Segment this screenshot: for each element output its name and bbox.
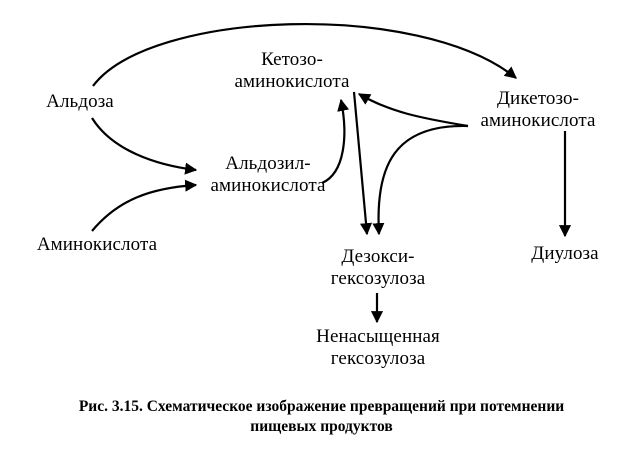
figure-caption-line2: пищевых продуктов	[250, 418, 393, 435]
arrow-diketose-to-ketose	[357, 93, 469, 128]
arrow-ketose-to-deoxy	[352, 91, 373, 236]
node-ketose-amino-acid-line1: Кетозо-	[261, 49, 323, 70]
node-deoxyhexosulose: Дезокси- гексозулоза	[303, 246, 453, 290]
node-diketose-amino-acid-line2: аминокислота	[480, 110, 596, 131]
node-amino-acid-label: Аминокислота	[36, 234, 158, 255]
node-unsaturated-hexosulose-line1: Ненасыщенная	[316, 326, 440, 347]
figure-caption: Рис. 3.15. Схематическое изображение пре…	[0, 397, 643, 437]
node-amino-acid: Аминокислота	[18, 234, 176, 256]
node-aldose-label: Альдоза	[46, 91, 114, 112]
node-aldosyl-amino-acid-line1: Альдозил-	[225, 153, 311, 174]
arrow-aldosyl-to-ketose	[321, 98, 350, 185]
arrow-aldose-to-aldosyl	[91, 117, 198, 175]
node-deoxyhexosulose-line1: Дезокси-	[341, 246, 415, 267]
arrow-diketose-to-deoxy	[372, 124, 469, 236]
node-aldosyl-amino-acid-line2: аминокислота	[210, 175, 326, 196]
node-diulose-label: Диулоза	[531, 243, 599, 264]
arrow-aminoacid-to-aldosyl	[91, 179, 198, 232]
node-ketose-amino-acid-line2: аминокислота	[234, 71, 350, 92]
node-diketose-amino-acid-line1: Дикетозо-	[497, 88, 579, 109]
node-diulose: Диулоза	[514, 243, 616, 265]
figure-caption-line1: Рис. 3.15. Схематическое изображение пре…	[78, 398, 565, 415]
node-deoxyhexosulose-line2: гексозулоза	[330, 268, 426, 289]
node-diketose-amino-acid: Дикетозо- аминокислота	[463, 88, 613, 132]
arrow-aldose-to-diketose	[92, 22, 517, 87]
node-unsaturated-hexosulose: Ненасыщенная гексозулоза	[293, 326, 463, 370]
node-unsaturated-hexosulose-line2: гексозулоза	[330, 348, 426, 369]
node-aldose: Альдоза	[30, 91, 130, 113]
node-ketose-amino-acid: Кетозо- аминокислота	[217, 49, 367, 93]
node-aldosyl-amino-acid: Альдозил- аминокислота	[193, 153, 343, 197]
